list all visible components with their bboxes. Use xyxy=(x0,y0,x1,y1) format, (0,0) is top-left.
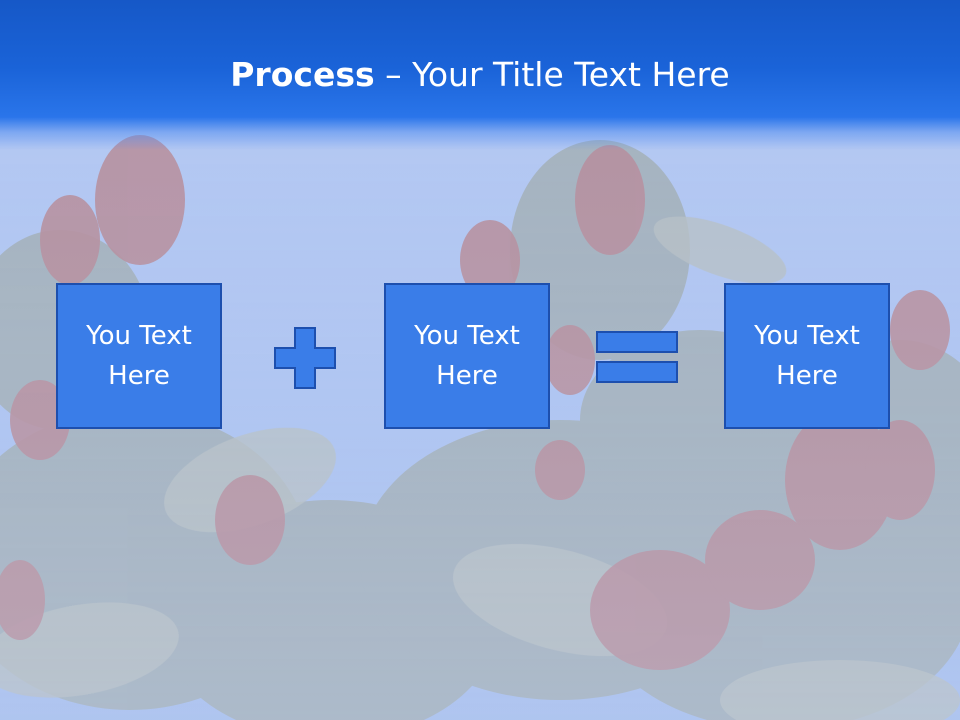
process-box-2-line1: You Text xyxy=(414,321,520,351)
process-box-1-line2: Here xyxy=(108,361,170,391)
slide-title: Process – Your Title Text Here xyxy=(0,54,960,96)
process-box-3-line2: Here xyxy=(776,361,838,391)
process-box-3-line1: You Text xyxy=(754,321,860,351)
equals-icon xyxy=(596,331,678,383)
plus-icon xyxy=(274,327,336,389)
process-box-2-text: You Text Here xyxy=(392,316,542,396)
title-rest: Your Title Text Here xyxy=(412,55,730,94)
header-band xyxy=(0,0,960,150)
process-box-3[interactable]: You Text Here xyxy=(724,283,890,429)
title-bold: Process xyxy=(230,55,375,94)
process-box-1-line1: You Text xyxy=(86,321,192,351)
process-box-2-line2: Here xyxy=(436,361,498,391)
process-box-1-text: You Text Here xyxy=(64,316,214,396)
title-dash: – xyxy=(374,55,413,94)
process-box-2[interactable]: You Text Here xyxy=(384,283,550,429)
process-box-1[interactable]: You Text Here xyxy=(56,283,222,429)
process-box-3-text: You Text Here xyxy=(732,316,882,396)
